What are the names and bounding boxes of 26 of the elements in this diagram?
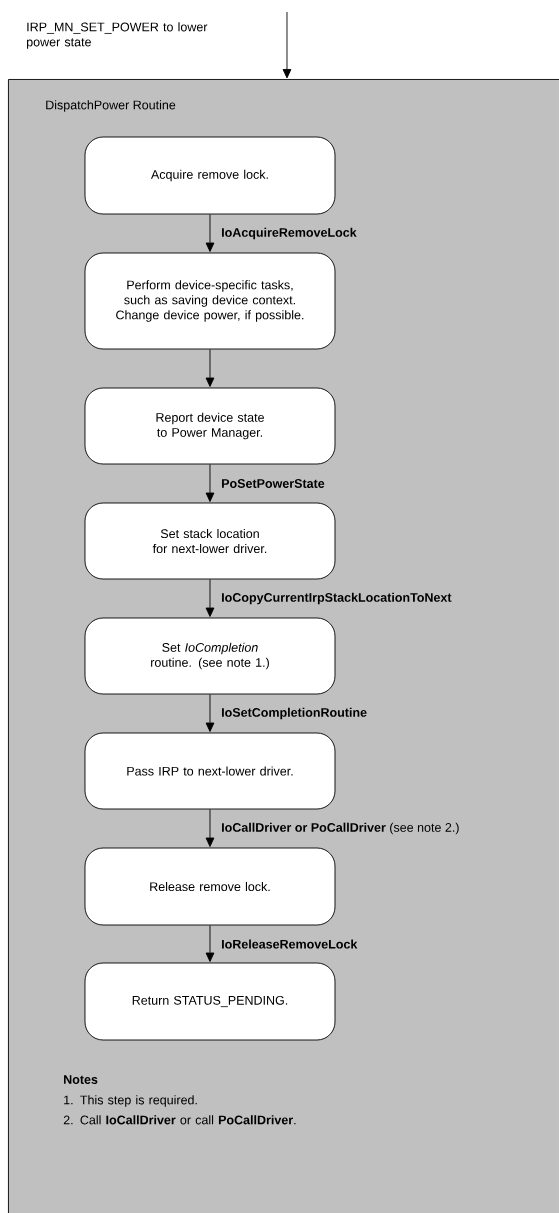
arrow: [205, 809, 215, 847]
process-box: Report device state to Power Manager.: [84, 387, 336, 465]
edge-label: PoSetPowerState: [222, 479, 325, 488]
process-box: Return STATUS_PENDING.: [84, 962, 336, 1041]
process-box: Set IoCompletion routine. (see note 1.): [84, 617, 336, 695]
arrow: [205, 925, 215, 962]
edge-label: IoCopyCurrentIrpStackLocationToNext: [222, 592, 452, 605]
arrow: [205, 464, 215, 502]
notes-heading: Notes: [64, 1075, 98, 1084]
process-box: Release remove lock.: [84, 847, 336, 926]
edge-label: IoCallDriver or PoCallDriver (see note 2.): [222, 822, 459, 835]
edge-label: IoSetCompletionRoutine: [222, 707, 367, 720]
arrow: [205, 694, 215, 732]
process-box: Pass IRP to next-lower driver.: [84, 732, 336, 810]
process-box: Set stack location for next-lower driver.: [84, 502, 336, 580]
edge-label: IoReleaseRemoveLock: [222, 939, 358, 949]
note-text: 2. Call IoCallDriver or call PoCallDriver.: [63, 1115, 296, 1125]
arrow: [205, 579, 215, 617]
process-box: Acquire remove lock.: [84, 136, 336, 215]
process-box: Perform device-specific tasks, such as saving device context. Change device power, if possible.: [84, 252, 336, 350]
arrow: [205, 349, 215, 387]
input-label: IRP_MN_SET_POWER to lower power state: [27, 22, 208, 49]
note-text: 1. This step is required.: [64, 1095, 197, 1107]
arrow: [282, 11, 292, 79]
edge-label: IoAcquireRemoveLock: [222, 227, 357, 240]
arrow: [205, 214, 215, 252]
